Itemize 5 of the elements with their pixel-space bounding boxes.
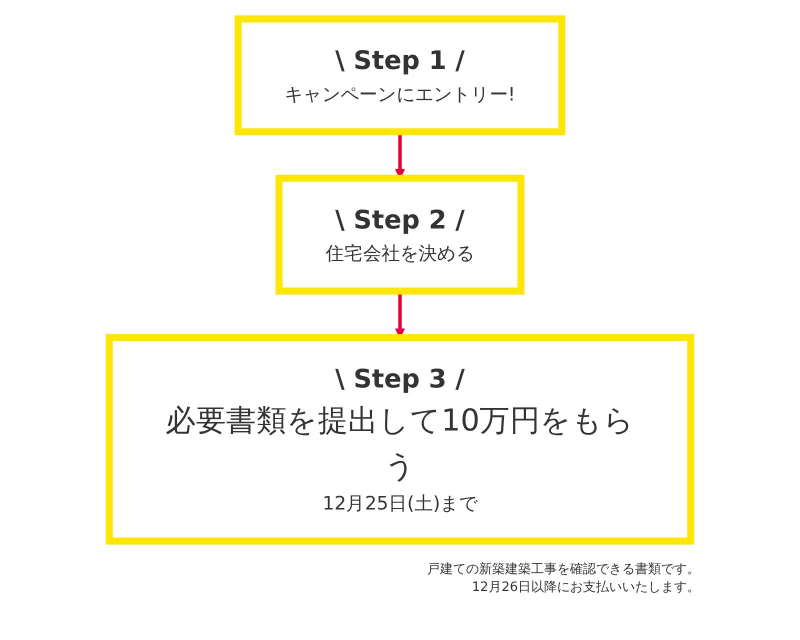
node-box: \ Step 1 / キャンペーンにエントリー!: [234, 15, 566, 136]
node-box: \ Step 3 / 必要書類を提出して10万円をもらう 12月25日(土)まで: [106, 334, 694, 545]
node-box: \ Step 2 / 住宅会社を決める: [276, 174, 524, 295]
footnote-text: 戸建ての新築建築工事を確認できる書類です。: [426, 561, 700, 578]
footnote-text: 12月26日以降にお支払いいたします。: [470, 579, 700, 596]
